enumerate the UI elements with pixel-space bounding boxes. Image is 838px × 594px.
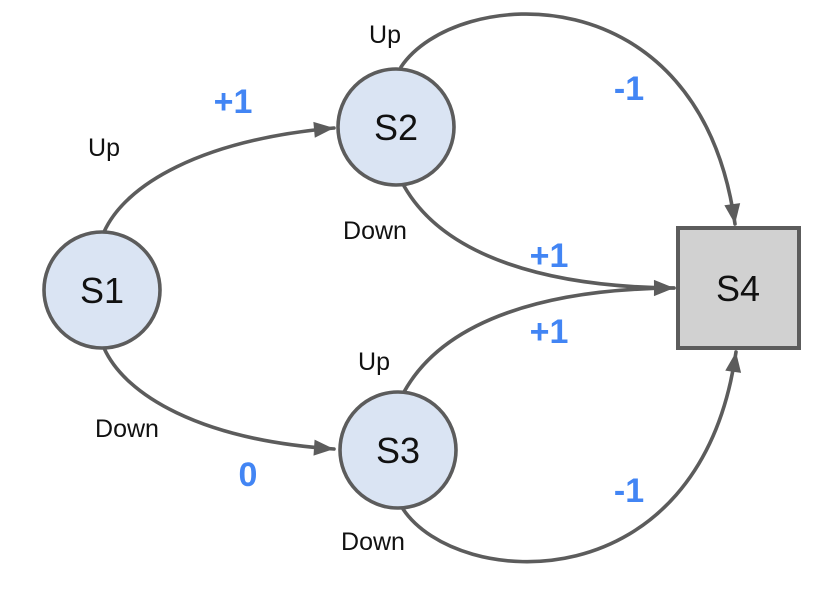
edge-s2-s4-up-reward-label: -1 bbox=[614, 70, 644, 108]
edge-s3-s4-up-reward-label: +1 bbox=[530, 313, 569, 351]
edge-s1-s3-reward-label: 0 bbox=[239, 456, 258, 494]
edge-s2-s4-down-reward-label: +1 bbox=[530, 237, 569, 275]
edge-s2-s4-up-action-label: Up bbox=[369, 21, 401, 49]
node-s2 bbox=[336, 67, 456, 187]
edge-s1-s3-action-label: Down bbox=[95, 415, 159, 443]
node-s4-label: S4 bbox=[716, 268, 760, 309]
edge-s3-s4-down-action-label: Down bbox=[341, 528, 405, 556]
node-s1 bbox=[42, 230, 162, 350]
edge-s2-s4-down-action-label: Down bbox=[343, 217, 407, 245]
node-s1-label: S1 bbox=[80, 270, 124, 311]
edge-s2-s4-down bbox=[402, 184, 676, 296]
edge-s3-s4-up bbox=[402, 280, 676, 394]
node-s2-label: S2 bbox=[374, 107, 418, 148]
edge-s3-s4-up-action-label: Up bbox=[358, 348, 390, 376]
node-s3-label: S3 bbox=[376, 430, 420, 471]
node-s4 bbox=[676, 226, 801, 350]
edge-s1-s2-action-label: Up bbox=[88, 134, 120, 162]
edge-s1-s2-reward-label: +1 bbox=[214, 83, 253, 121]
edge-s1-s2 bbox=[102, 121, 336, 234]
edge-s3-s4-down-reward-label: -1 bbox=[614, 472, 644, 510]
node-s3 bbox=[338, 390, 458, 510]
edge-s3-s4-down bbox=[401, 350, 742, 564]
edge-s2-s4-up bbox=[399, 12, 741, 226]
edge-s1-s3 bbox=[102, 346, 336, 456]
